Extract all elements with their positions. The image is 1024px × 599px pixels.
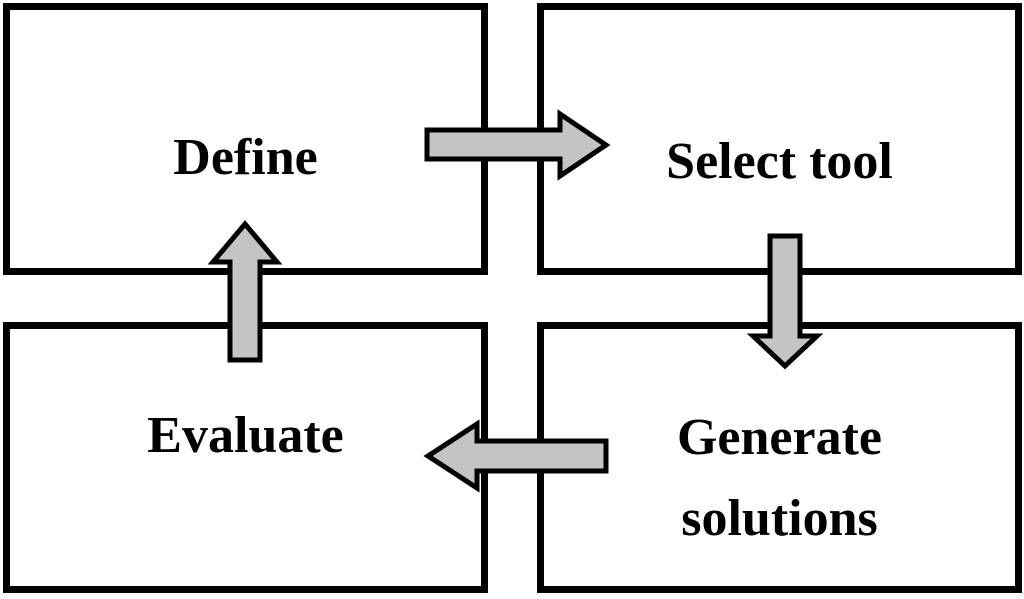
node-evaluate-label: Evaluate [147,407,344,465]
node-select-tool: Select tool [537,3,1022,275]
node-define: Define [3,3,488,275]
node-generate-solutions-label: Generate solutions [676,409,882,547]
node-evaluate: Evaluate [3,322,488,593]
node-select-tool-label: Select tool [666,132,893,190]
node-define-label: Define [173,128,318,186]
node-generate-solutions: Generate solutions [537,322,1022,593]
